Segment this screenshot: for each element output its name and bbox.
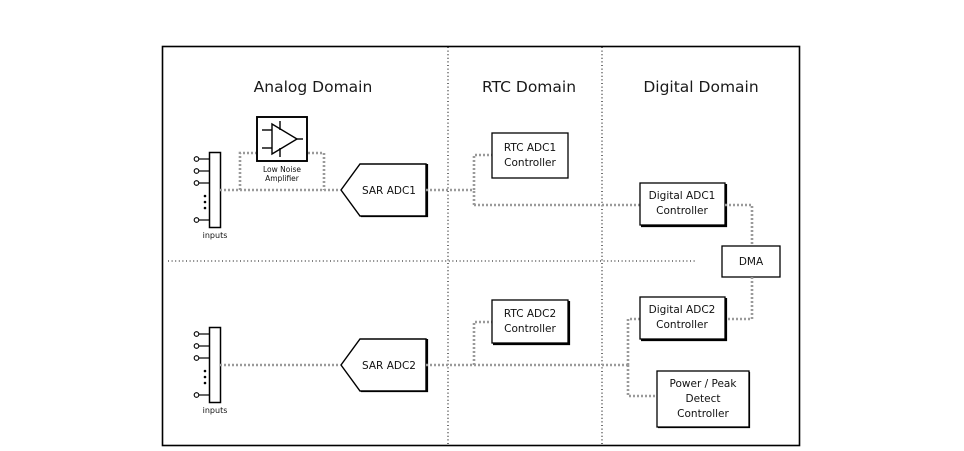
- connector-bar-top: [208, 151, 222, 229]
- sar-adc1-label: SAR ADC1: [362, 185, 416, 197]
- dma-box: [721, 245, 781, 278]
- domain-title-digital: Digital Domain: [643, 78, 758, 96]
- input-pin-1-node-top: [193, 156, 200, 162]
- power-peak-detect-controller-box: [656, 370, 750, 428]
- input-ellipsis-dot-1-bottom: [203, 369, 207, 373]
- sar-adc2-label: SAR ADC2: [362, 360, 416, 372]
- low-noise-amplifier-label-line2: Amplifier: [265, 174, 300, 183]
- digital-adc2-controller-label-line1: Digital ADC2: [649, 304, 716, 316]
- rtc-adc2-controller-shadow: [493, 301, 571, 346]
- sar-adc2-shape: [340, 338, 427, 392]
- input-pin-3-node-top: [193, 180, 200, 186]
- input-pin-3-node-bottom: [193, 355, 200, 361]
- dma-label: DMA: [739, 256, 764, 268]
- bus-dma-to-digital-adc2: [726, 277, 754, 321]
- digital-adc2-controller-box: [639, 296, 726, 340]
- sar-adc1-shape: [340, 163, 427, 217]
- input-ellipsis-dot-2-bottom: [203, 375, 207, 379]
- power-peak-detect-controller-label-line1: Power / Peak: [670, 378, 738, 390]
- domain-title-analog: Analog Domain: [254, 78, 373, 96]
- operational-amplifier-icon: [271, 122, 299, 156]
- input-pin-2-node-top: [193, 168, 200, 174]
- low-noise-amplifier-block: Low Noise Amplifier: [256, 116, 308, 183]
- rtc-adc2-controller-box: [491, 299, 569, 344]
- bus-sar-adc2-to-rtc-adc2: [426, 320, 492, 367]
- digital-adc1-controller-shadow: [641, 184, 728, 228]
- digital-adc2-controller-label-line2: Controller: [656, 319, 708, 331]
- digital-adc1-controller-box: [639, 182, 726, 226]
- rtc-adc1-controller-label-line1: RTC ADC1: [504, 142, 556, 154]
- input-pin-n-node-bottom: [193, 392, 200, 398]
- diagram-frame: [161, 45, 801, 447]
- digital-adc1-controller-label-line1: Digital ADC1: [649, 190, 716, 202]
- input-ellipsis-dot-2-top: [203, 200, 207, 204]
- power-peak-detect-controller-label-line3: Controller: [677, 408, 729, 420]
- rtc-adc2-controller-block: RTC ADC2 Controller: [491, 299, 571, 346]
- digital-adc2-controller-block: Digital ADC2 Controller: [639, 296, 728, 342]
- domain-title-rtc: RTC Domain: [482, 78, 576, 96]
- power-peak-detect-controller-block: Power / Peak Detect Controller: [656, 370, 751, 429]
- inputs-label-bottom: inputs: [203, 406, 228, 415]
- digital-adc2-controller-shadow: [641, 298, 728, 342]
- rtc-adc1-controller-label-line2: Controller: [504, 157, 556, 169]
- inputs-connector-bottom: inputs: [193, 326, 228, 415]
- input-ellipsis-dot-3-bottom: [203, 381, 207, 385]
- inputs-label-top: inputs: [203, 231, 228, 240]
- input-ellipsis-dot-1-top: [203, 194, 207, 198]
- digital-adc1-controller-block: Digital ADC1 Controller: [639, 182, 728, 228]
- digital-adc1-controller-label-line2: Controller: [656, 205, 708, 217]
- input-pin-1-node-bottom: [193, 331, 200, 337]
- bus-digital-adc1-to-dma: [725, 203, 754, 246]
- sar-adc2-block: SAR ADC2: [340, 338, 429, 393]
- bus-lower-branch-to-power-peak: [626, 365, 657, 398]
- bus-lower-branch-to-digital-adc2: [626, 317, 640, 365]
- power-peak-detect-controller-label-line2: Detect: [685, 393, 720, 405]
- rtc-adc1-controller-block: RTC ADC1 Controller: [491, 132, 569, 179]
- bus-input-branch-to-lna: [238, 151, 256, 190]
- rtc-adc2-controller-label-line1: RTC ADC2: [504, 308, 556, 320]
- low-noise-amplifier-label-line1: Low Noise: [263, 165, 301, 174]
- input-ellipsis-dot-3-top: [203, 206, 207, 210]
- rtc-adc2-controller-label-line2: Controller: [504, 323, 556, 335]
- dma-block: DMA: [721, 245, 781, 278]
- input-pin-2-node-bottom: [193, 343, 200, 349]
- inputs-connector-top: inputs: [193, 151, 228, 240]
- bus-lna-output-to-sar-adc1: [308, 151, 326, 190]
- input-pin-n-node-top: [193, 217, 200, 223]
- connector-bar-bottom: [208, 326, 222, 404]
- rtc-adc1-controller-box: [491, 132, 569, 179]
- bus-sar-adc1-to-rtc-adc1: [426, 153, 492, 192]
- sar-adc1-block: SAR ADC1: [340, 163, 429, 218]
